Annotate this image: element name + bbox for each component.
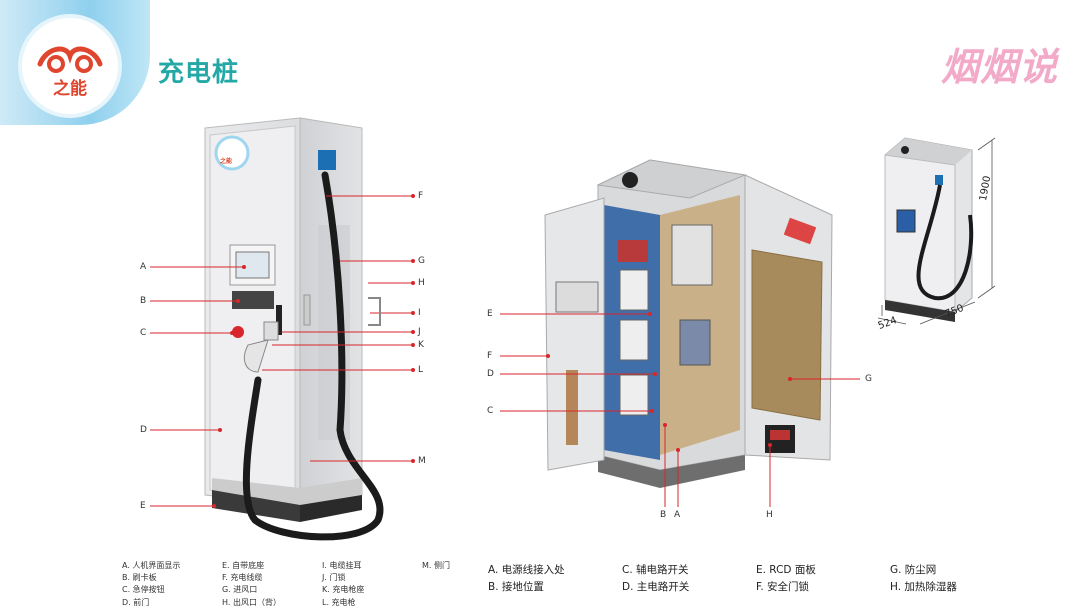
legend-item: K. 充电枪座 [322, 585, 365, 595]
legend-item: D. 前门 [122, 597, 150, 607]
device-logo-text: 之能 [220, 158, 233, 165]
logo-text: 之能 [53, 79, 87, 99]
callout-left-e: E [140, 501, 146, 511]
legend-item: G. 进风口 [222, 585, 258, 595]
left-legend-col-1: A. 人机界面显示 B. 刷卡板 C. 急停按钮 D. 前门 [122, 560, 180, 609]
page-title: 充电桩 [158, 58, 240, 88]
callout-left-b: B [140, 296, 147, 306]
callout-left-f: F [418, 191, 424, 201]
callout-left-k: K [418, 340, 424, 350]
callout-right-h: H [766, 510, 773, 520]
callout-right-g: G [865, 374, 872, 384]
cabinet-open-view [544, 159, 833, 488]
legend-item: C. 辅电路开关 [622, 564, 689, 576]
right-legend-col-3: E. RCD 面板 F. 安全门锁 [756, 562, 816, 596]
callout-left-d: D [140, 425, 147, 435]
right-legend-col-4: G. 防尘网 H. 加热除湿器 [890, 562, 957, 596]
callout-left-m: M [418, 456, 426, 466]
legend-item: F. 安全门锁 [756, 581, 810, 593]
legend-item: M. 侧门 [422, 561, 450, 570]
callout-left-c: C [140, 328, 147, 338]
callout-right-d: D [487, 369, 494, 379]
callout-right-f: F [487, 351, 493, 361]
legend-item: B. 接地位置 [488, 581, 544, 593]
legend-item: H. 出风口（背） [222, 597, 281, 607]
charger-front-view [204, 117, 384, 541]
callout-left-i: I [418, 308, 421, 318]
callout-left-a: A [140, 262, 147, 272]
legend-item: C. 急停按钮 [122, 585, 165, 595]
callout-left-g: G [418, 256, 425, 266]
legend-item: I. 电缆挂耳 [322, 561, 362, 570]
callout-right-b: B [660, 510, 667, 520]
callout-left-j: J [418, 327, 421, 337]
callout-right-a: A [674, 510, 681, 520]
left-legend-col-2: E. 自带底座 F. 充电线缆 G. 进风口 H. 出风口（背） [222, 560, 281, 609]
right-legend-col-1: A. 电源线接入处 B. 接地位置 [488, 562, 565, 596]
left-legend-col-3: I. 电缆挂耳 J. 门锁 K. 充电枪座 L. 充电枪 [322, 560, 364, 609]
legend-item: G. 防尘网 [890, 564, 937, 576]
legend-item: B. 刷卡板 [122, 573, 157, 583]
legend-item: E. 自带底座 [222, 561, 265, 570]
right-legend-col-2: C. 辅电路开关 D. 主电路开关 [622, 562, 689, 596]
legend-item: J. 门锁 [322, 573, 346, 583]
callout-right-c: C [487, 406, 494, 416]
brand-mark: 烟烟说 [940, 45, 1058, 89]
legend-item: L. 充电枪 [322, 597, 356, 607]
legend-item: A. 人机界面显示 [122, 561, 181, 570]
legend-item: H. 加热除湿器 [890, 581, 957, 593]
callout-left-l: L [418, 365, 424, 375]
left-legend-col-4: M. 侧门 [422, 560, 450, 572]
legend-item: D. 主电路开关 [622, 581, 690, 593]
legend-item: F. 充电线缆 [222, 573, 263, 583]
legend-item: E. RCD 面板 [756, 564, 816, 576]
dimension-lines [877, 137, 996, 325]
charger-dimension-view [884, 137, 974, 322]
left-callout-lines [150, 194, 415, 508]
car-logo-icon [37, 46, 103, 73]
legend-item: A. 电源线接入处 [488, 564, 565, 576]
logo: 之能 [22, 18, 118, 114]
right-callout-lines [500, 312, 860, 507]
callout-left-h: H [418, 278, 425, 288]
callout-right-e: E [487, 309, 493, 319]
